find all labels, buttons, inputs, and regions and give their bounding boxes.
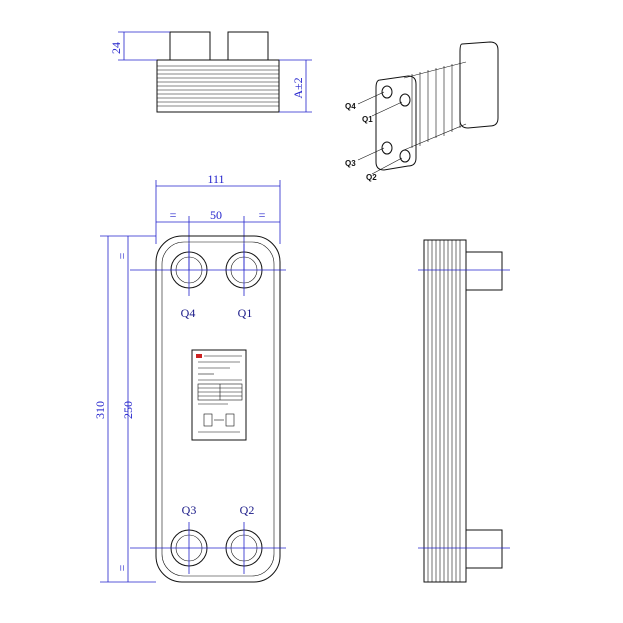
iso-label-q3: Q3 — [345, 159, 356, 168]
top-plate-lines — [157, 65, 279, 107]
front-plate-outer — [155, 235, 281, 583]
top-view: 24 A±2 — [109, 31, 312, 113]
isometric-view: Q4 Q1 Q3 Q2 — [345, 41, 499, 182]
side-plate-pack — [423, 239, 467, 583]
iso-port-q4 — [381, 85, 393, 99]
front-plate-inner — [161, 241, 275, 577]
dim-overall-height: 310 — [93, 401, 107, 419]
iso-back-plate — [459, 41, 499, 129]
dim-side-equal-left: = — [170, 208, 177, 222]
side-view — [418, 239, 510, 583]
iso-port-q2 — [399, 149, 411, 163]
dim-port-height-spacing: 250 — [121, 401, 135, 419]
iso-port-q3 — [381, 141, 393, 155]
side-nozzle-bottom — [465, 529, 503, 569]
top-nozzle-right — [227, 31, 269, 61]
name-plate-label — [191, 349, 247, 441]
dim-side-equal-right: = — [259, 208, 266, 222]
iso-port-q1 — [399, 93, 411, 107]
iso-label-q4: Q4 — [345, 102, 356, 111]
front-view: 111 = 50 = Q4 Q1 Q3 Q2 — [93, 172, 286, 583]
side-plate-lines — [427, 240, 461, 582]
front-label-q1: Q1 — [238, 306, 253, 320]
dim-bottom-equal: = — [115, 564, 129, 571]
front-label-q2: Q2 — [240, 503, 255, 517]
side-nozzle-top — [465, 251, 503, 291]
iso-label-q1: Q1 — [362, 115, 373, 124]
dim-pack-thickness: A±2 — [291, 77, 305, 98]
dim-top-nozzle-height: 24 — [109, 42, 123, 54]
iso-plate-stack — [403, 61, 467, 151]
iso-front-plate — [375, 75, 417, 171]
top-nozzle-left — [169, 31, 211, 61]
dim-overall-width: 111 — [207, 172, 224, 186]
dim-top-equal: = — [115, 252, 129, 259]
iso-label-q2: Q2 — [366, 173, 377, 182]
front-label-q4: Q4 — [181, 306, 196, 320]
dim-port-spacing: 50 — [210, 208, 222, 222]
front-label-q3: Q3 — [182, 503, 197, 517]
